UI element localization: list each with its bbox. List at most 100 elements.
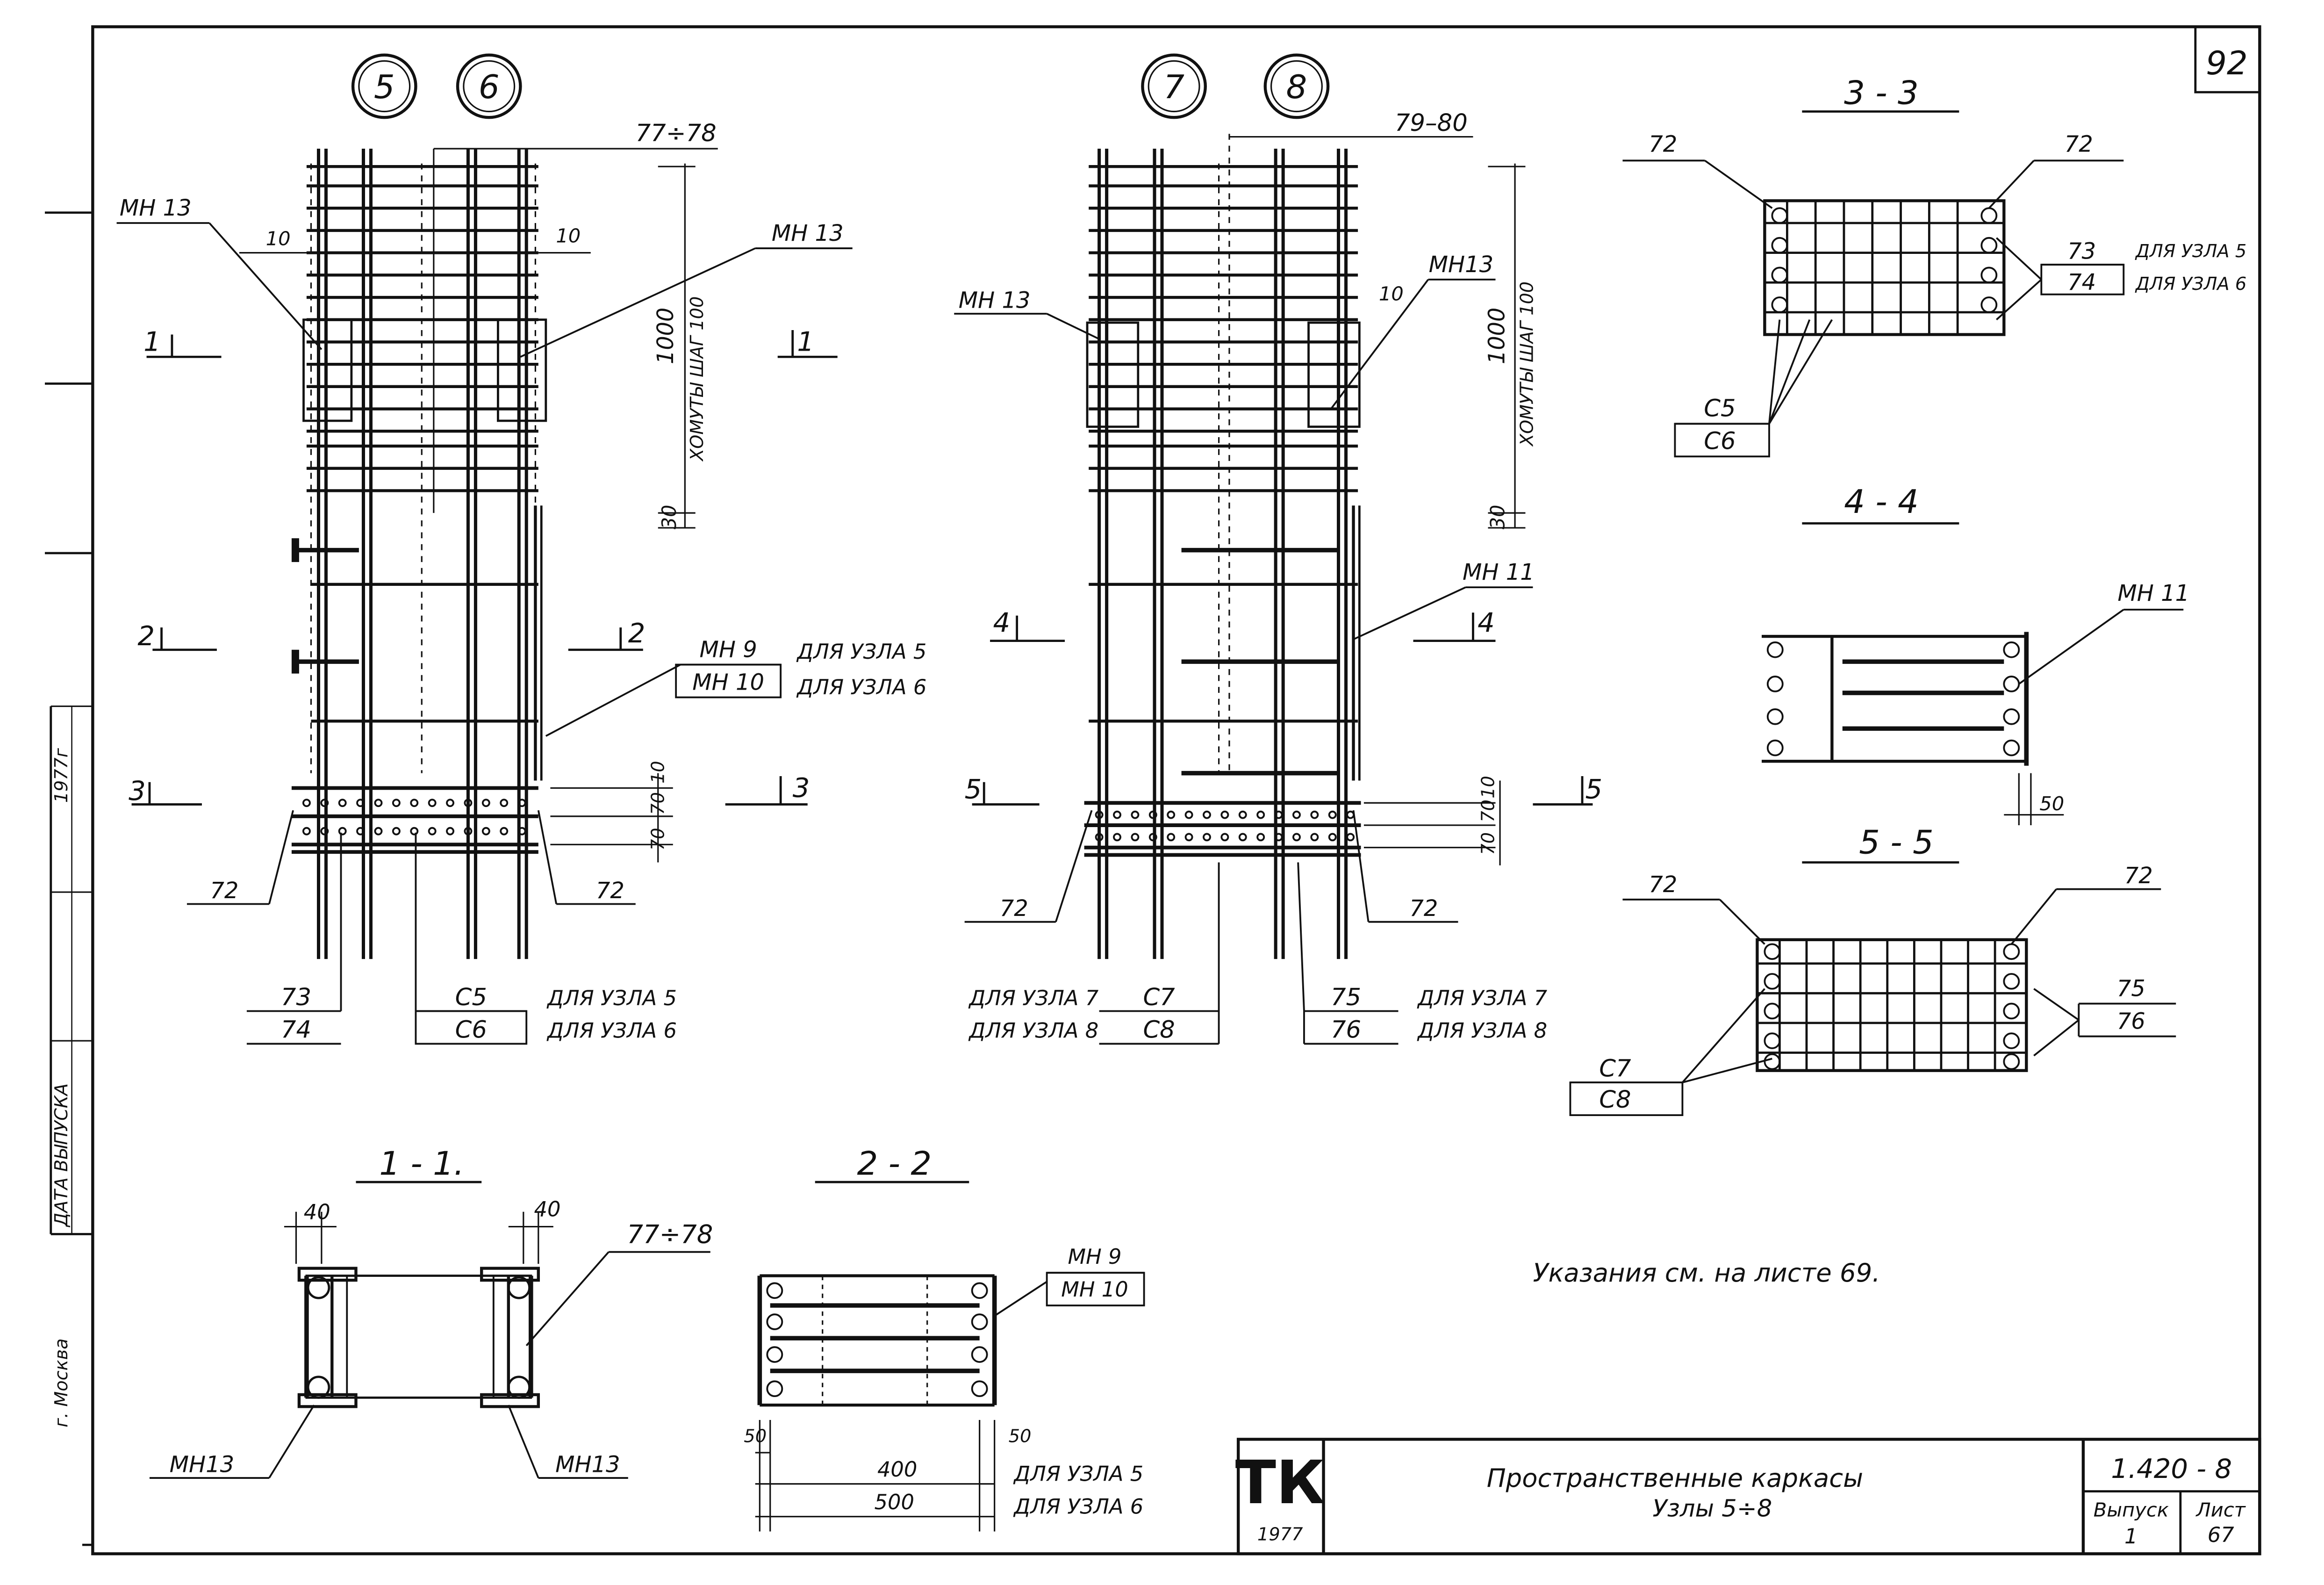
section-5-5-title: 5 - 5 [1859,823,1934,862]
year-stamp: 1977г [51,748,72,803]
mesh-bar-dot [1113,810,1121,819]
mesh-bar-dot [1113,833,1121,842]
mesh-bar-dot [1346,810,1355,819]
mesh-bar-dot [500,827,509,836]
elevation-left-dim10-left: 10 [266,228,291,250]
mesh-bar-dot [302,827,311,836]
mesh-bar-dot [1148,833,1157,842]
title-block-issue-value: 1 [2124,1524,2138,1549]
mesh-bar-dot [1310,810,1319,819]
rebar-circle [1764,973,1781,990]
title-block-title-line2: Узлы 5÷8 [1653,1495,1772,1523]
right-rebar-72-right: 72 [1409,896,1438,922]
section-markers-left [131,330,838,806]
section-mark-4-right: 4 [1478,607,1495,639]
elevation-left-dim10-right: 10 [556,224,581,247]
section-1-1-title: 1 - 1. [379,1144,464,1182]
left-mn10-node-label: ДЛЯ УЗЛА 6 [796,675,926,699]
title-block-logo: ТК [1235,1448,1325,1518]
mesh-bar-dot [428,827,437,836]
left-c5-label: С5 [455,984,487,1011]
mesh-bar-dot [446,827,455,836]
left-mn13-label-left: МН 13 [120,195,192,221]
section-4-4-dim50: 50 [2039,792,2064,815]
section-mark-5-left: 5 [965,774,982,805]
mesh-bar-dot [338,827,347,836]
section-1-1-mn13-left: МН13 [170,1452,235,1477]
right-c7-node-label: ДЛЯ УЗЛА 7 [968,986,1098,1010]
rebar-circle [2003,1002,2020,1020]
section-5-5-c7: С7 [1599,1055,1631,1083]
section-5-5-75: 75 [2117,976,2145,1002]
section-4-4 [1761,522,2184,825]
title-block-series: 1.420 - 8 [2111,1453,2232,1484]
mesh-bar-dot [320,799,329,807]
right-rebar-75: 75 [1331,984,1361,1011]
mesh-bar-dot [517,799,526,807]
mesh-bar-dot [517,827,526,836]
right-r75-node-label: ДЛЯ УЗЛА 7 [1417,986,1547,1010]
section-5-5-c8: С8 [1599,1086,1631,1114]
left-c5-node-label: ДЛЯ УЗЛА 5 [546,986,677,1010]
rebar-circle [1764,1032,1781,1049]
left-mn10-label: МН 10 [692,670,764,696]
rebar-circle [2003,1032,2020,1049]
section-1-1-dim40-left: 40 [304,1200,330,1225]
mesh-bar-dot [1220,833,1229,842]
mesh-bar-dot [320,827,329,836]
section-mark-4-left: 4 [993,607,1010,639]
section-mark-5-right: 5 [1585,774,1602,805]
mesh-bar-dot [1167,810,1176,819]
rebar-circle [1771,237,1788,254]
section-mark-2-left: 2 [137,620,155,652]
section-3-3-title: 3 - 3 [1844,74,1919,112]
section-3-3-72-right: 72 [2065,132,2093,158]
elevation-left-dim-bottom-1: 10 [647,761,668,784]
section-2-2-node6: ДЛЯ УЗЛА 6 [1013,1494,1143,1519]
mesh-bar-dot [1292,833,1301,842]
left-rebar-72-left: 72 [210,878,238,904]
section-3-3-node6: ДЛЯ УЗЛА 6 [2135,274,2246,295]
rebar-circle [1980,237,1998,254]
section-4-4-title: 4 - 4 [1844,483,1919,521]
elevation-left-dim-bottom-2: 70 [647,792,668,815]
rebar-circle [1764,1002,1781,1020]
mesh-bar-dot [1184,833,1193,842]
mesh-bar-dot [374,799,383,807]
right-c8-node-label: ДЛЯ УЗЛА 8 [968,1019,1098,1043]
section-mark-2-right: 2 [628,618,646,649]
rebar-circle [1771,296,1788,313]
mesh-bar-dot [1203,833,1211,842]
rebar-circle [1980,296,1998,313]
section-markers-right [972,612,1593,806]
elevation-right-stirrup-label: ХОМУТЫ ШАГ 100 [1516,281,1537,447]
mesh-bar-dot [1328,833,1337,842]
mesh-bar-dot [464,799,473,807]
elevation-left-dim-bottom-3: 70 [647,828,668,850]
city-label: г. Москва [51,1338,72,1427]
section-5-5-76: 76 [2117,1009,2145,1035]
elevation-right-height: 1000 [1485,308,1510,364]
mesh-bar-dot [392,799,401,807]
left-mn9-node-label: ДЛЯ УЗЛА 5 [796,640,926,664]
mesh-bar-dot [1328,810,1337,819]
elevation-left-width: 77÷78 [636,120,717,147]
node-marker-7: 7 [1163,68,1184,106]
section-5-5-72-left: 72 [1649,872,1677,898]
node-markers: 5 6 7 8 [351,53,1330,119]
mesh-bar-dot [1274,833,1283,842]
left-c6-label: С6 [455,1016,487,1044]
mesh-bar-dot [1256,810,1265,819]
right-rebar-72-left: 72 [1000,896,1028,922]
section-2-2-mn9: МН 9 [1068,1245,1122,1269]
elevation-left-callouts [116,222,853,1045]
section-3-3-74: 74 [2067,270,2096,295]
mesh-bar-dot [1131,833,1140,842]
sheet-number: 92 [2206,44,2248,82]
elevation-right-dim10: 10 [1379,282,1404,305]
elevation-right-offset: 30 [1487,505,1509,530]
mesh-bar-dot [464,827,473,836]
rebar-circle [1980,207,1998,224]
section-1-1 [149,1181,710,1479]
elevation-right-callouts [954,278,1533,1045]
